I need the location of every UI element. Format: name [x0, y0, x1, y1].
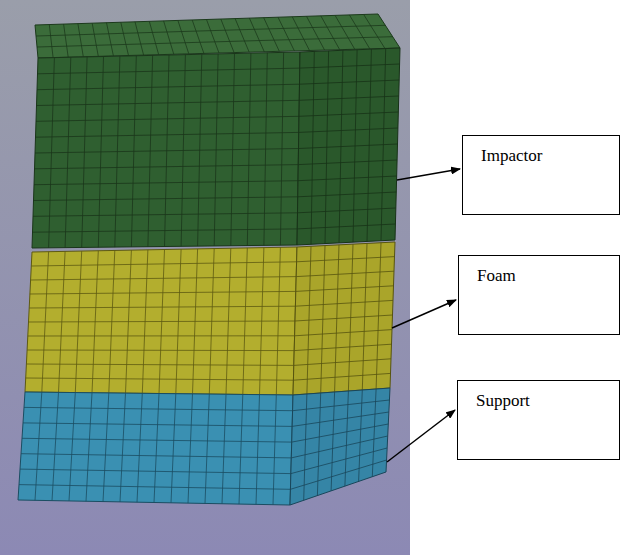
leader-arrow	[392, 300, 456, 328]
mesh-lines	[293, 243, 394, 394]
part-label: Foam	[459, 256, 619, 286]
mesh-face	[18, 392, 293, 505]
mesh-face	[32, 52, 300, 248]
mesh-lines	[26, 247, 297, 394]
mesh-lines	[297, 49, 399, 245]
mesh-lines	[290, 389, 389, 500]
leader-arrow	[397, 169, 460, 180]
mesh-face	[290, 388, 390, 505]
part-label: Support	[458, 381, 619, 411]
mesh-face	[293, 242, 395, 395]
mesh-lines	[33, 52, 300, 247]
leader-arrow	[387, 410, 455, 462]
label-box: Impactor	[462, 135, 620, 215]
label-box: Support	[457, 380, 620, 460]
mesh-lines	[19, 392, 293, 505]
finite-element-mesh	[18, 14, 400, 505]
part-label: Impactor	[463, 136, 619, 166]
mesh-face	[297, 48, 400, 245]
mesh-face	[25, 247, 297, 395]
label-box: Foam	[458, 255, 620, 335]
